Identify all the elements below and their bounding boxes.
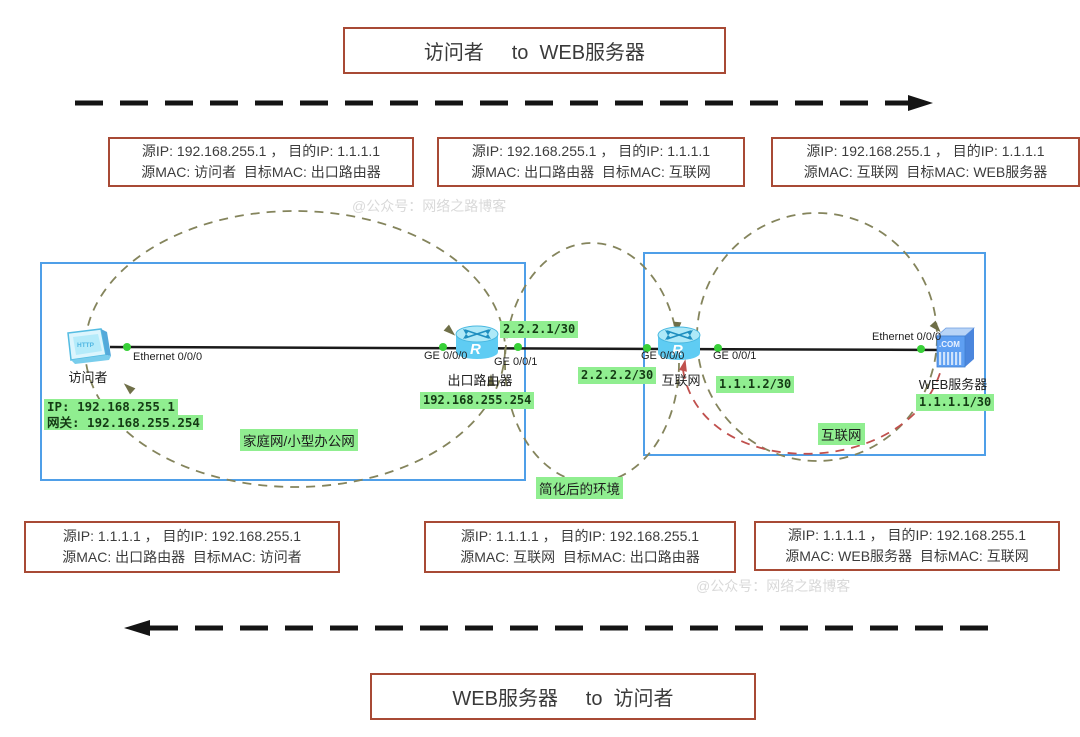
client-ip-block: IP: 192.168.255.1 网关: 192.168.255.254 <box>44 399 203 431</box>
network-link-line <box>109 345 949 352</box>
zone-internet-label: 互联网 <box>818 423 865 445</box>
top-flow-arrow <box>75 95 933 111</box>
packet-line: 源IP: 192.168.255.1 ， 目的IP: 1.1.1.1 <box>806 143 1045 159</box>
bottom-flow-arrow <box>124 620 992 636</box>
client-ip-line: IP: 192.168.255.1 <box>44 399 178 415</box>
packet-line: 源MAC: 互联网 目标MAC: WEB服务器 <box>803 164 1048 180</box>
addr-r2-right: 1.1.1.2/30 <box>716 376 795 393</box>
ellipse-arrowheads <box>123 320 941 395</box>
zone-home-label: 家庭网/小型办公网 <box>240 429 358 451</box>
packet-line: 源IP: 1.1.1.1 ， 目的IP: 192.168.255.1 <box>787 527 1027 543</box>
packet-line: 源MAC: 出口路由器 目标MAC: 互联网 <box>471 164 711 180</box>
client-icon: HTTP <box>67 328 111 364</box>
packet-box-top-2: 源IP: 192.168.255.1 ， 目的IP: 1.1.1.1 源MAC:… <box>437 137 745 187</box>
packet-line: 源MAC: 互联网 目标MAC: 出口路由器 <box>460 549 700 565</box>
iface-client-eth: Ethernet 0/0/0 <box>133 351 203 363</box>
router1-icon: R <box>455 325 499 359</box>
iface-server-eth: Ethernet 0/0/0 <box>872 331 942 343</box>
watermark-bottom: @公众号：网络之路博客 <box>696 578 851 594</box>
packet-box-top-1: 源IP: 192.168.255.1 ， 目的IP: 1.1.1.1 源MAC:… <box>108 137 414 187</box>
client-label: 访问者 <box>68 370 108 385</box>
addr-r1-lan: 192.168.255.254 <box>420 392 535 409</box>
packet-box-bottom-1: 源IP: 1.1.1.1 ， 目的IP: 192.168.255.1 源MAC:… <box>24 521 340 573</box>
packet-line: 源IP: 192.168.255.1 ， 目的IP: 1.1.1.1 <box>141 143 381 159</box>
router1-label: 出口路由器 <box>447 373 513 388</box>
iface-r1-ge1: GE 0/0/1 <box>494 356 538 368</box>
server-icon: .COM <box>935 327 976 368</box>
iface-r2-ge1: GE 0/0/1 <box>713 350 757 362</box>
packet-line: 源MAC: 访问者 目标MAC: 出口路由器 <box>141 164 381 180</box>
watermark-top: @公众号：网络之路博客 <box>352 198 507 214</box>
svg-text:R: R <box>672 342 683 359</box>
internet-zone-box <box>643 252 986 456</box>
addr-server-ip: 1.1.1.1/30 <box>916 394 995 411</box>
packet-line: 源IP: 192.168.255.1 ， 目的IP: 1.1.1.1 <box>471 143 711 159</box>
iface-r1-ge0: GE 0/0/0 <box>424 350 468 362</box>
svg-text:R: R <box>470 341 481 358</box>
router2-icon: R <box>657 326 701 360</box>
interface-dots <box>123 343 925 353</box>
packet-line: 源IP: 1.1.1.1 ， 目的IP: 192.168.255.1 <box>460 528 700 544</box>
packet-line: 源MAC: WEB服务器 目标MAC: 互联网 <box>785 548 1029 564</box>
red-arc-arrowhead <box>679 359 687 372</box>
packet-line: 源IP: 1.1.1.1 ， 目的IP: 192.168.255.1 <box>62 528 302 544</box>
svg-text:.COM: .COM <box>939 340 960 349</box>
svg-text:HTTP: HTTP <box>77 342 95 349</box>
packet-box-bottom-2: 源IP: 1.1.1.1 ， 目的IP: 192.168.255.1 源MAC:… <box>424 521 736 573</box>
zone-simplified-label: 简化后的环境 <box>536 477 623 499</box>
iface-r2-ge0: GE 0/0/0 <box>641 350 685 362</box>
addr-r2-left: 2.2.2.2/30 <box>578 367 657 384</box>
top-direction-title: 访问者 to WEB服务器 <box>343 27 726 74</box>
home-network-zone-box <box>40 262 526 481</box>
router2-label: 互联网 <box>661 373 701 388</box>
client-gw-line: 网关: 192.168.255.254 <box>44 414 203 431</box>
bottom-direction-title: WEB服务器 to 访问者 <box>370 673 756 720</box>
packet-line: 源MAC: 出口路由器 目标MAC: 访问者 <box>62 549 302 565</box>
packet-box-bottom-3: 源IP: 1.1.1.1 ， 目的IP: 192.168.255.1 源MAC:… <box>754 521 1060 571</box>
server-label: WEB服务器 <box>918 377 988 392</box>
packet-box-top-3: 源IP: 192.168.255.1 ， 目的IP: 1.1.1.1 源MAC:… <box>771 137 1080 187</box>
addr-r1-wan: 2.2.2.1/30 <box>500 321 579 338</box>
